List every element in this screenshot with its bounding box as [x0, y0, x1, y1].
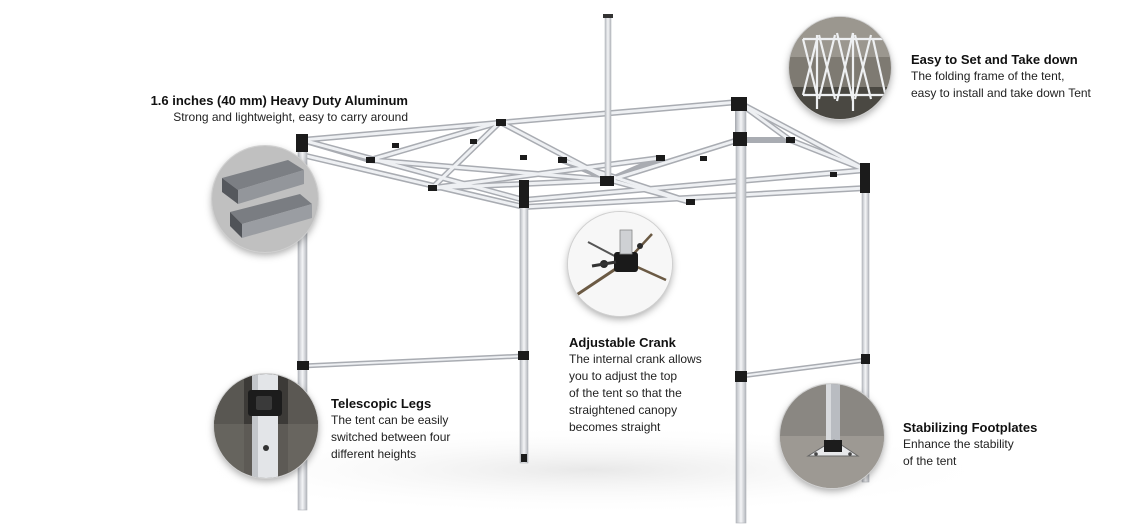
aluminum-description: Strong and lightweight, easy to carry ar…	[173, 110, 408, 124]
crank-description-line: you to adjust the top	[569, 369, 678, 383]
aluminum-callout: 1.6 inches (40 mm) Heavy Duty Aluminum S…	[100, 92, 408, 126]
setup-description-line: The folding frame of the tent,	[911, 69, 1065, 83]
crank-callout: Adjustable Crank The internal crank allo…	[569, 334, 739, 436]
footplates-description-line: of the tent	[903, 454, 957, 468]
footplates-callout: Stabilizing Footplates Enhance the stabi…	[903, 419, 1093, 470]
legs-description-line: different heights	[331, 447, 417, 461]
legs-description-line: switched between four	[331, 430, 451, 444]
legs-description-line: The tent can be easily	[331, 413, 449, 427]
crank-description-line: straightened canopy	[569, 403, 678, 417]
folding-frame-photo	[789, 17, 891, 119]
crank-title: Adjustable Crank	[569, 335, 676, 350]
adjustable-crank-photo	[568, 212, 672, 316]
setup-description-line: easy to install and take down Tent	[911, 86, 1091, 100]
setup-title: Easy to Set and Take down	[911, 52, 1078, 67]
crank-description-line: The internal crank allows	[569, 352, 702, 366]
setup-callout: Easy to Set and Take down The folding fr…	[911, 51, 1136, 102]
legs-callout: Telescopic Legs The tent can be easily s…	[331, 395, 501, 463]
aluminum-title: 1.6 inches (40 mm) Heavy Duty Aluminum	[150, 93, 408, 108]
crank-description-line: becomes straight	[569, 420, 661, 434]
aluminum-profile-photo	[212, 146, 318, 252]
footplates-title: Stabilizing Footplates	[903, 420, 1038, 435]
frame-connectors	[296, 97, 870, 462]
crank-description-line: of the tent so that the	[569, 386, 682, 400]
tent-legs	[297, 104, 870, 524]
telescopic-leg-photo	[214, 374, 318, 478]
footplates-description-line: Enhance the stability	[903, 437, 1014, 451]
legs-title: Telescopic Legs	[331, 396, 432, 411]
footplate-photo	[780, 384, 884, 488]
